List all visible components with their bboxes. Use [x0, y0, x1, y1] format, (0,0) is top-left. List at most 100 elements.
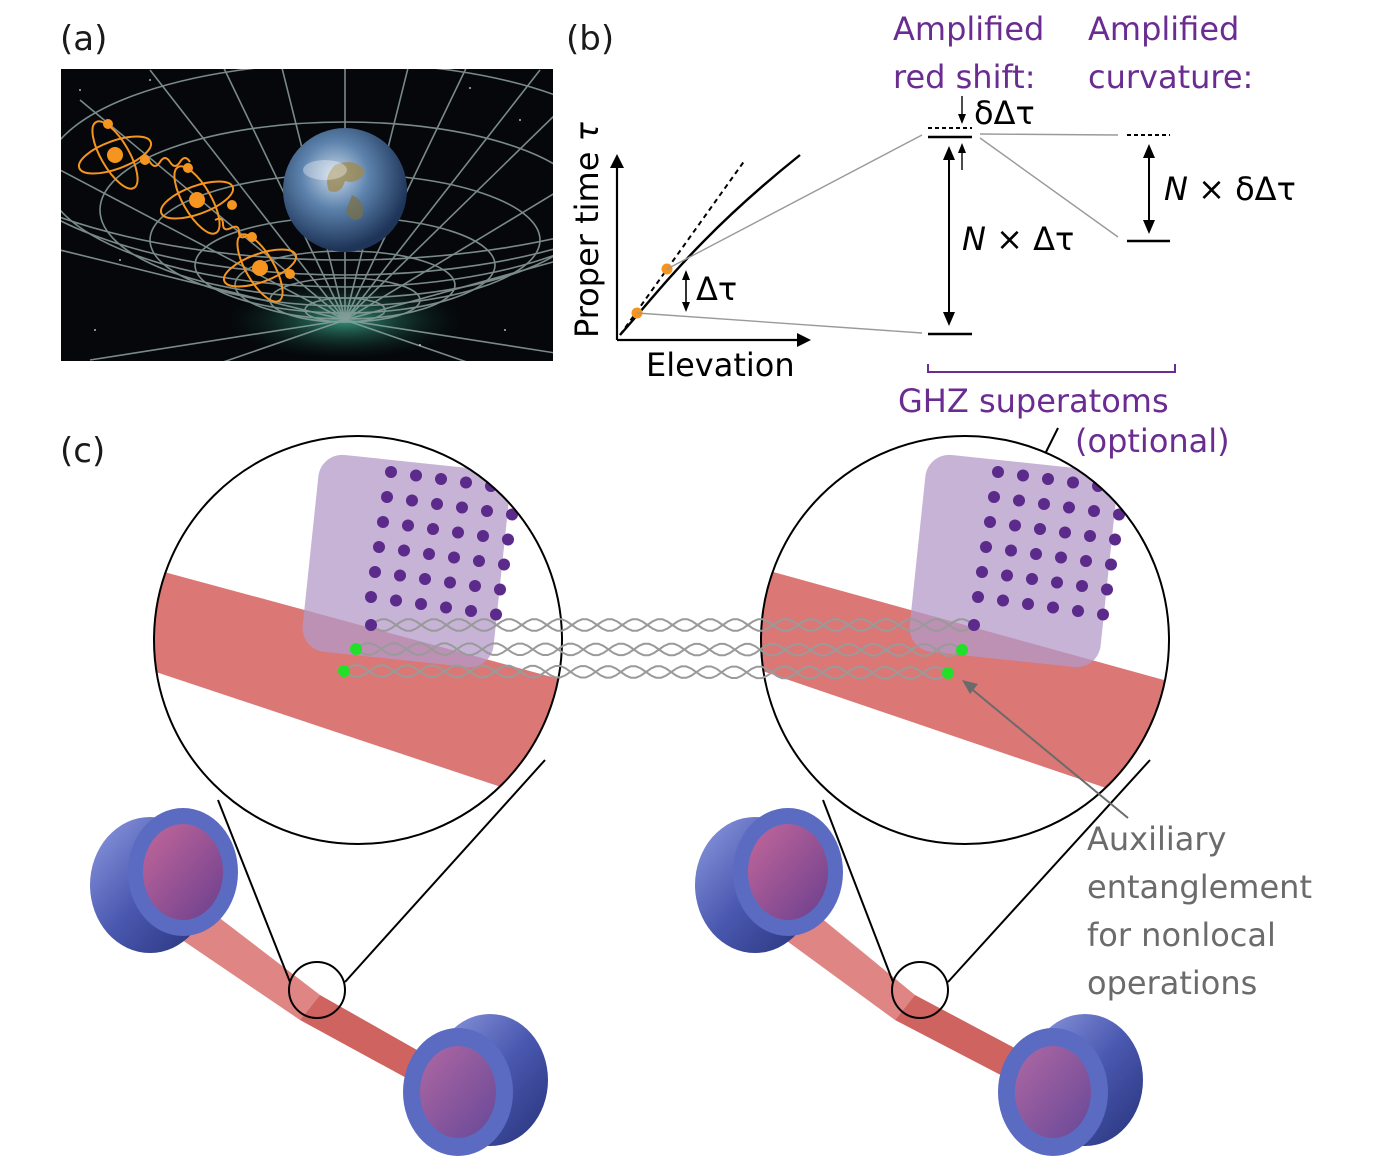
n-delta-tau-label: N × Δτ — [962, 220, 1074, 258]
ghz-atom — [1022, 598, 1034, 610]
ghz-atom — [1109, 533, 1121, 546]
ghz-atom — [431, 498, 443, 510]
earth-icon — [283, 128, 407, 252]
ghz-atom — [452, 526, 464, 539]
atom-green-left-1 — [350, 643, 362, 655]
red-shift-title-line2: red shift: — [893, 58, 1036, 96]
ghz-atom — [1080, 555, 1092, 567]
ghz-atom — [992, 466, 1004, 478]
ghz-atom — [435, 473, 447, 485]
ghz-atom — [506, 508, 518, 521]
ghz-atom — [1009, 519, 1021, 532]
ghz-atom — [1001, 569, 1013, 582]
atom-green-right-1 — [956, 644, 968, 656]
ghz-atom — [465, 605, 477, 617]
entanglement-strands — [343, 618, 975, 680]
ghz-atom — [976, 566, 988, 578]
ghz-atom — [498, 558, 510, 571]
y-axis-label: Proper time τ — [568, 121, 606, 338]
focus-circle-left — [288, 961, 346, 1019]
ghz-label-line1: GHZ superatoms — [898, 382, 1169, 420]
ghz-atom — [1017, 469, 1029, 482]
ghz-atom — [1026, 573, 1038, 585]
ghz-atom — [1063, 501, 1075, 514]
ghz-atom — [502, 533, 514, 546]
red-shift-title-line1: Amplified — [893, 10, 1044, 48]
ghz-atom — [365, 591, 377, 603]
lens-top-left — [90, 808, 238, 953]
magnified-view-left — [153, 435, 563, 845]
auxiliary-label-line2: entanglement — [1087, 868, 1312, 906]
trap-beam-left — [154, 560, 562, 820]
delta-tau-label: Δτ — [696, 270, 737, 308]
focus-circle-right — [891, 961, 949, 1019]
panel-label-a: (a) — [60, 19, 107, 59]
ghz-atom — [972, 591, 984, 603]
auxiliary-arrow-icon — [962, 680, 978, 694]
ghz-atom — [490, 608, 502, 621]
ghz-atom — [984, 516, 996, 528]
lens-bottom-right — [998, 1014, 1143, 1156]
ghz-atom — [477, 530, 489, 542]
ghz-atom — [381, 491, 393, 503]
ghz-atom — [1047, 601, 1059, 614]
ghz-atom — [1067, 476, 1079, 489]
lens-assembly-right — [695, 759, 1151, 1156]
lens-bottom-left — [403, 1014, 548, 1156]
ghz-atom — [398, 544, 410, 557]
lens-assembly-left — [90, 759, 548, 1156]
ghz-atom — [469, 580, 481, 592]
ghz-atom — [1042, 473, 1054, 485]
ghz-atom — [1076, 580, 1088, 592]
ghz-atom — [402, 519, 414, 532]
n-delta-delta-tau-label: N × δΔτ — [1164, 170, 1296, 208]
ghz-atom — [448, 551, 460, 564]
ghz-atom — [997, 594, 1009, 607]
ghz-atom — [988, 491, 1000, 503]
delta-delta-tau-label: δΔτ — [974, 94, 1035, 132]
proper-time-curve — [619, 154, 801, 336]
entanglement-strand — [355, 642, 963, 657]
panel-label-c: (c) — [60, 431, 105, 471]
ghz-atom — [980, 541, 992, 553]
ghz-atom — [1105, 558, 1117, 571]
ghz-atom — [510, 483, 522, 496]
curvature-title-line2: curvature: — [1088, 58, 1253, 96]
ghz-atom — [406, 494, 418, 507]
auxiliary-label-line3: for nonlocal — [1087, 916, 1276, 954]
ghz-atom — [1005, 544, 1017, 557]
atom-green-right-2 — [942, 667, 954, 679]
ghz-atom — [444, 576, 456, 589]
x-axis-label: Elevation — [646, 346, 795, 384]
ghz-atom — [456, 501, 468, 514]
ghz-atom — [1034, 523, 1046, 535]
ghz-atom — [427, 523, 439, 535]
magnified-view-right — [760, 435, 1170, 845]
level-diagram: Amplified red shift: Amplified curvature… — [893, 10, 1296, 482]
ghz-atom — [377, 516, 389, 528]
ghz-atom — [385, 466, 397, 478]
proper-time-plot: Δτ Elevation Proper time τ — [568, 121, 923, 384]
ghz-atom — [423, 548, 435, 560]
atom-purple-right — [968, 619, 980, 631]
ghz-atom — [1030, 548, 1042, 560]
ghz-atom — [394, 569, 406, 582]
ghz-atom — [460, 476, 472, 489]
panel-label-b: (b) — [566, 19, 614, 59]
ghz-atom — [440, 601, 452, 614]
ghz-atom — [1101, 583, 1113, 596]
ghz-atom — [1013, 494, 1025, 507]
ghz-atom — [1117, 483, 1129, 496]
atom-purple-left — [365, 619, 377, 631]
ghz-atom — [373, 541, 385, 553]
ghz-atom — [1088, 505, 1100, 517]
auxiliary-label-line4: operations — [1087, 964, 1257, 1002]
atom-green-left-2 — [338, 665, 350, 677]
ghz-atom — [1113, 508, 1125, 521]
ghz-atom — [1084, 530, 1096, 542]
ghz-bracket — [927, 364, 1176, 373]
spacetime-illustration — [61, 69, 553, 361]
ghz-atom — [415, 598, 427, 610]
entangled-atoms — [77, 120, 298, 303]
entanglement-strand — [370, 618, 975, 632]
